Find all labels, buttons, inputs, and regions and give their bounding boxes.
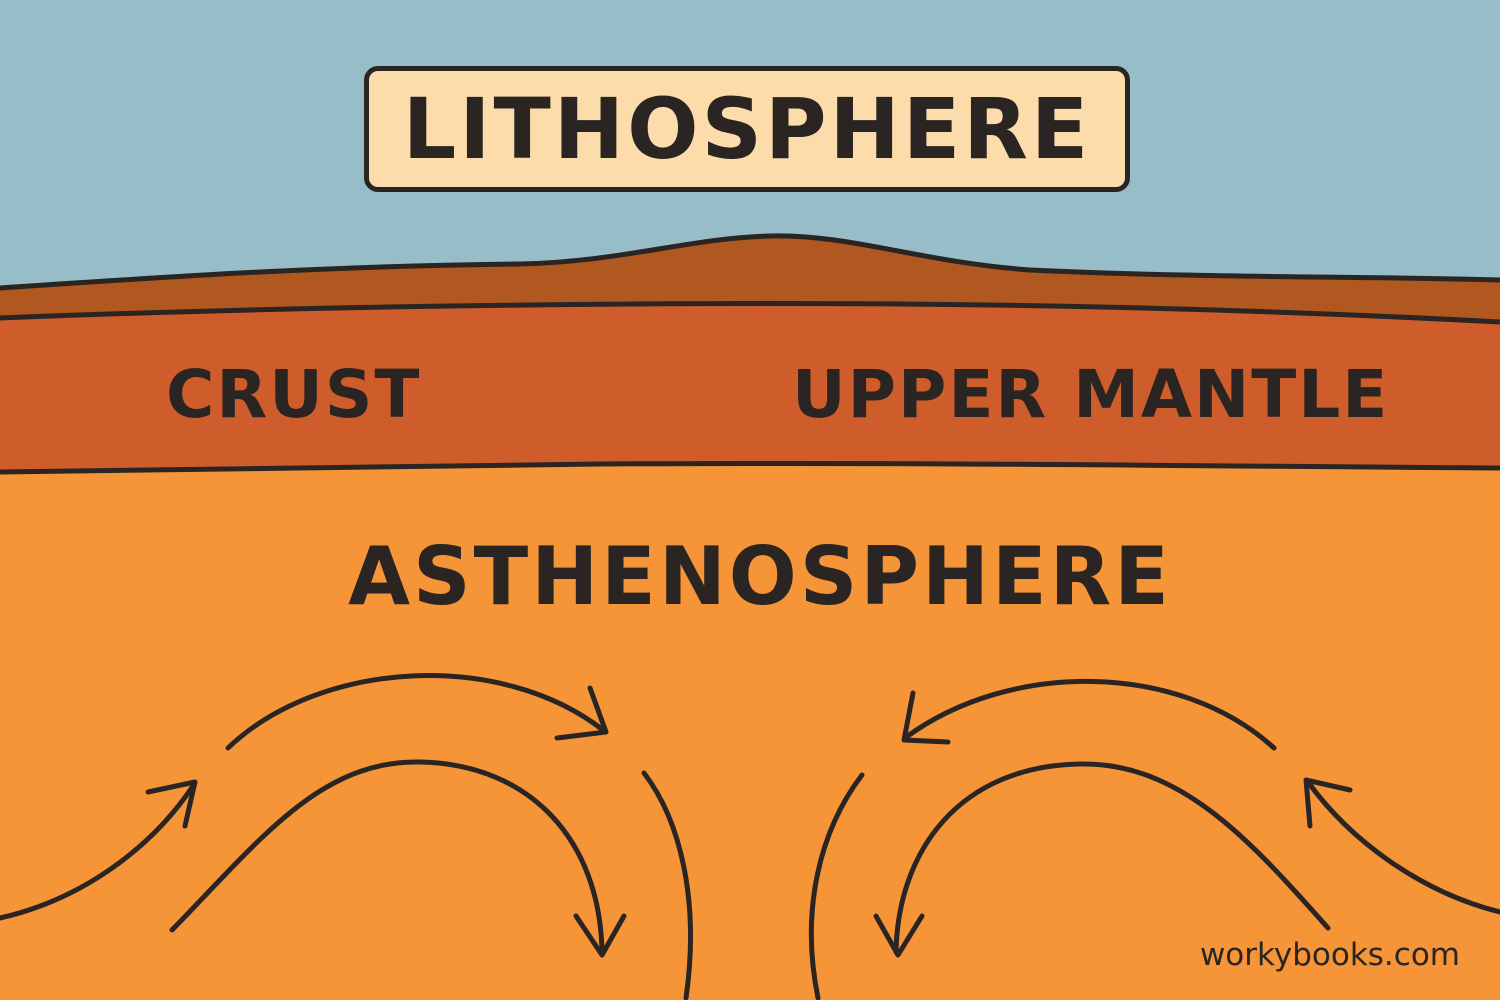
convection-arrow-icon	[641, 770, 693, 1000]
diagram-title: LITHOSPHERE	[402, 80, 1092, 178]
convection-arrow-icon	[0, 779, 198, 921]
upper-mantle-label: UPPER MANTLE	[792, 356, 1390, 433]
crust-label: CRUST	[166, 356, 422, 433]
watermark: workybooks.com	[1199, 937, 1460, 973]
upper-mantle-layer	[0, 303, 1500, 472]
convection-arrow-icon	[808, 772, 865, 1000]
asthenosphere-label: ASTHENOSPHERE	[348, 530, 1172, 623]
crust-surface-line	[0, 233, 1500, 291]
convection-arrow-icon	[169, 759, 627, 958]
title-box: LITHOSPHERE	[364, 66, 1130, 192]
convection-arrow-icon	[873, 761, 1331, 958]
convection-arrow-icon	[225, 673, 609, 751]
lithosphere-asthenosphere-boundary-line	[0, 460, 1500, 475]
convection-arrow-icon	[901, 678, 1277, 751]
crust-mantle-boundary-line	[0, 301, 1500, 325]
crust-layer	[0, 235, 1500, 322]
convection-arrow-icon	[1303, 777, 1500, 915]
